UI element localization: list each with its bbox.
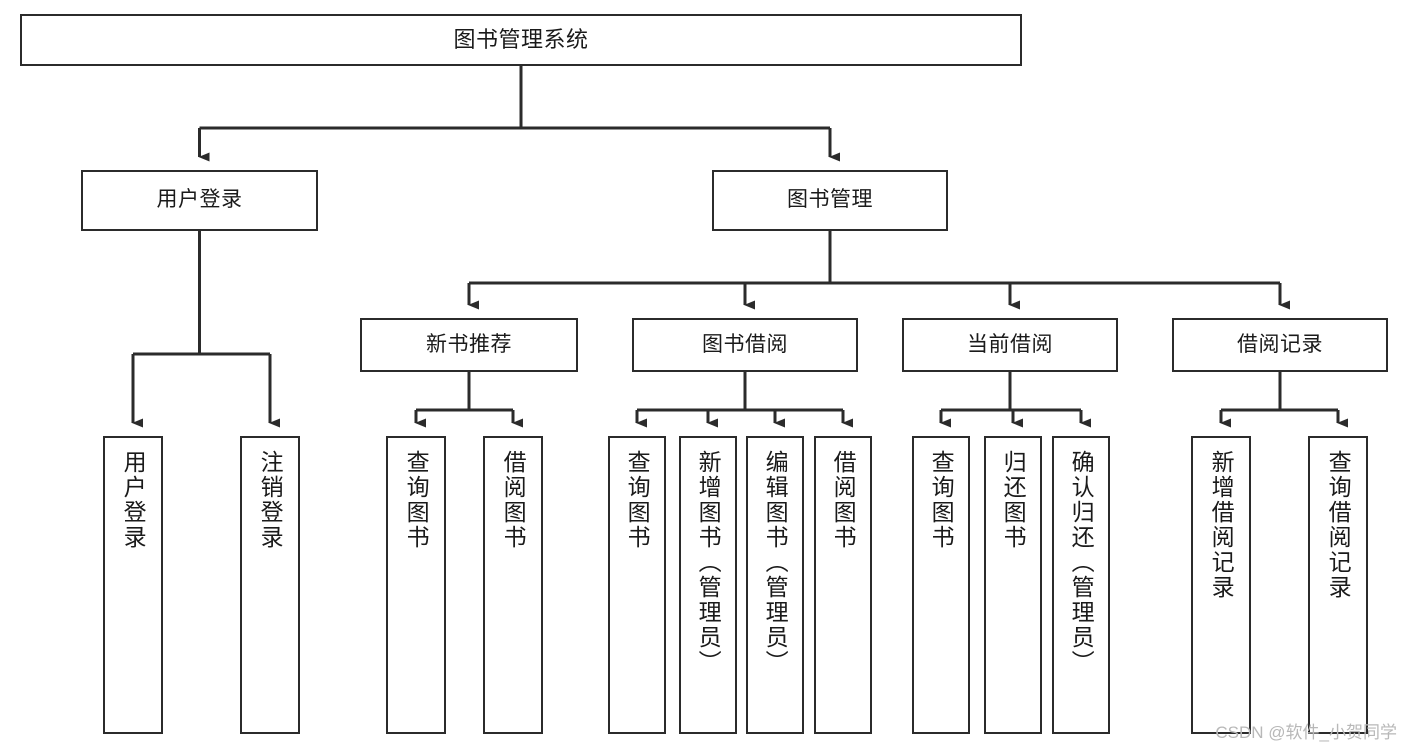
leaf-edit-book[interactable]: 编辑图书（管理员）: [746, 436, 804, 734]
leaf-add-borrow-record-label: 新增借阅记录: [1208, 450, 1235, 600]
leaf-query-book-2[interactable]: 查询图书: [608, 436, 666, 734]
node-book-borrow[interactable]: 图书借阅: [632, 318, 858, 372]
leaf-logout[interactable]: 注销登录: [240, 436, 300, 734]
node-book-management-label: 图书管理: [787, 188, 873, 212]
leaf-add-book[interactable]: 新增图书（管理员）: [679, 436, 737, 734]
leaf-user-login-label: 用户登录: [120, 450, 147, 550]
leaf-confirm-return-label: 确认归还（管理员）: [1068, 450, 1095, 675]
node-book-borrow-label: 图书借阅: [702, 332, 788, 356]
node-borrow-record-label: 借阅记录: [1237, 332, 1323, 356]
node-root[interactable]: 图书管理系统: [20, 14, 1022, 66]
leaf-borrow-book-2-label: 借阅图书: [830, 450, 857, 550]
node-new-book-recommendation[interactable]: 新书推荐: [360, 318, 578, 372]
leaf-query-book-1[interactable]: 查询图书: [386, 436, 446, 734]
node-current-borrow[interactable]: 当前借阅: [902, 318, 1118, 372]
leaf-add-book-label: 新增图书（管理员）: [695, 450, 722, 675]
leaf-return-book[interactable]: 归还图书: [984, 436, 1042, 734]
leaf-query-borrow-record[interactable]: 查询借阅记录: [1308, 436, 1368, 734]
node-borrow-record[interactable]: 借阅记录: [1172, 318, 1388, 372]
node-user-login[interactable]: 用户登录: [81, 170, 318, 231]
node-new-book-recommendation-label: 新书推荐: [426, 332, 512, 356]
leaf-borrow-book-1-label: 借阅图书: [500, 450, 527, 550]
leaf-query-book-2-label: 查询图书: [624, 450, 651, 550]
leaf-user-login[interactable]: 用户登录: [103, 436, 163, 734]
leaf-edit-book-label: 编辑图书（管理员）: [762, 450, 789, 675]
leaf-logout-label: 注销登录: [257, 450, 284, 550]
leaf-return-book-label: 归还图书: [1000, 450, 1027, 550]
node-user-login-label: 用户登录: [156, 188, 243, 212]
node-current-borrow-label: 当前借阅: [967, 332, 1053, 356]
leaf-query-book-1-label: 查询图书: [403, 450, 430, 550]
leaf-borrow-book-1[interactable]: 借阅图书: [483, 436, 543, 734]
leaf-add-borrow-record[interactable]: 新增借阅记录: [1191, 436, 1251, 734]
leaf-query-book-3[interactable]: 查询图书: [912, 436, 970, 734]
leaf-query-book-3-label: 查询图书: [928, 450, 955, 550]
csdn-watermark: CSDN @软件_小贺同学: [1215, 723, 1397, 742]
leaf-query-borrow-record-label: 查询借阅记录: [1325, 450, 1352, 600]
node-root-label: 图书管理系统: [453, 27, 589, 53]
node-book-management[interactable]: 图书管理: [712, 170, 948, 231]
leaf-borrow-book-2[interactable]: 借阅图书: [814, 436, 872, 734]
leaf-confirm-return[interactable]: 确认归还（管理员）: [1052, 436, 1110, 734]
